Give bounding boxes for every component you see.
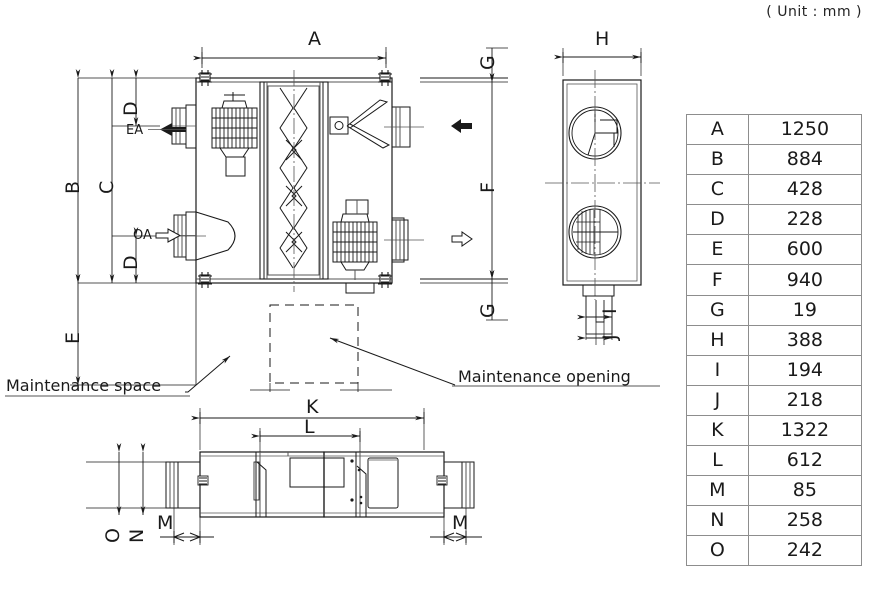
spec-value: 428 <box>747 174 863 206</box>
outdoor-air-label: OA <box>133 228 152 243</box>
spec-symbol: M <box>686 475 749 507</box>
spec-symbol: L <box>686 445 749 477</box>
dimension-label-D-top: D <box>120 101 142 116</box>
spec-symbol: A <box>686 113 749 146</box>
dimension-label-D-bottom: D <box>120 255 142 270</box>
spec-symbol: K <box>686 414 749 447</box>
spec-symbol: G <box>686 294 749 326</box>
spec-value: 940 <box>747 264 863 296</box>
maintenance-opening-note: Maintenance opening <box>458 367 631 386</box>
dimension-label-O: O <box>102 528 124 543</box>
dimension-label-E: E <box>62 331 84 344</box>
spec-value: 194 <box>747 354 863 386</box>
spec-value: 218 <box>747 384 863 416</box>
spec-value: 600 <box>747 234 863 266</box>
exhaust-air-label: EA <box>126 123 144 138</box>
dimension-label-B: B <box>62 180 84 194</box>
spec-symbol: I <box>686 354 749 386</box>
dimension-label-L: L <box>304 416 315 438</box>
dimension-label-N: N <box>126 528 148 543</box>
spec-value: 19 <box>747 294 863 326</box>
spec-value: 388 <box>747 324 863 356</box>
spec-value: 1250 <box>747 113 863 146</box>
maintenance-space-note: Maintenance space <box>6 376 162 395</box>
spec-value: 85 <box>747 475 863 507</box>
unit-caption: ( Unit : mm ) <box>766 4 862 20</box>
spec-symbol: D <box>686 204 749 236</box>
dimension-label-I: I <box>599 308 621 314</box>
spec-symbol: F <box>686 264 749 296</box>
spec-value: 228 <box>747 204 863 236</box>
dimension-label-A: A <box>308 28 321 50</box>
spec-symbol: H <box>686 324 749 356</box>
spec-symbol: C <box>686 174 749 206</box>
dimension-label-F: F <box>477 182 499 193</box>
spec-value: 242 <box>747 535 863 567</box>
dimension-label-H: H <box>595 28 610 50</box>
spec-value: 1322 <box>747 414 863 447</box>
spec-value: 258 <box>747 505 863 537</box>
dimension-label-M-left: M <box>157 512 174 534</box>
outdoor-air-arrow <box>155 228 182 243</box>
spec-symbol: N <box>686 505 749 537</box>
spec-value: 612 <box>747 445 863 477</box>
dimension-label-J: J <box>599 334 621 340</box>
spec-symbol: O <box>686 535 749 567</box>
spec-symbol: J <box>686 384 749 416</box>
spec-symbol: B <box>686 144 749 176</box>
dimension-label-C: C <box>96 180 118 194</box>
spec-value: 884 <box>747 144 863 176</box>
dimension-label-K: K <box>306 396 319 418</box>
dimension-label-G-bottom: G <box>477 303 499 318</box>
dimension-label-M-right: M <box>452 512 469 534</box>
spec-symbol: E <box>686 234 749 266</box>
maintenance-opening-outline <box>269 304 359 384</box>
dimension-label-G-top: G <box>477 55 499 70</box>
